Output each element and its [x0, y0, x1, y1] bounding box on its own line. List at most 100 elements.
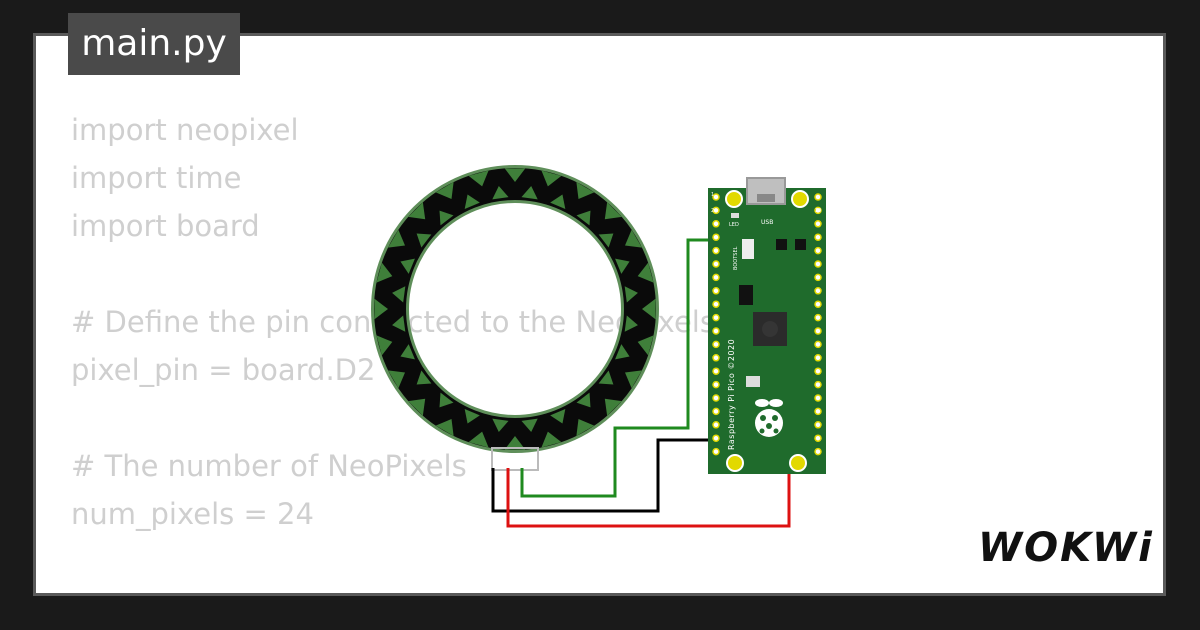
neopixel-led	[576, 210, 591, 226]
neopixel-led	[504, 436, 526, 450]
pin-39-label: 39	[815, 208, 821, 214]
pin-hole[interactable]	[814, 206, 822, 215]
neopixel-led	[624, 315, 638, 332]
neopixel-led	[408, 398, 426, 416]
pin-hole[interactable]	[712, 340, 720, 349]
pin-hole[interactable]	[712, 260, 720, 268]
pin-hole[interactable]	[814, 380, 822, 389]
pin-hole[interactable]	[712, 287, 720, 295]
ring-leds	[374, 168, 656, 450]
neopixel-led	[392, 315, 406, 332]
smd-component	[739, 285, 753, 305]
debug-pad	[746, 376, 760, 387]
neopixel-led	[388, 370, 406, 389]
neopixel-led	[521, 418, 538, 432]
pin-hole[interactable]	[814, 434, 822, 442]
mount-hole	[791, 190, 809, 208]
pin-hole[interactable]	[712, 394, 720, 402]
pin-hole[interactable]	[712, 367, 720, 375]
neopixel-led	[416, 370, 432, 385]
code-line: pixel_pin = board.D2	[71, 353, 376, 387]
pin-hole[interactable]	[814, 287, 822, 295]
pin-hole[interactable]	[712, 220, 720, 228]
mount-hole	[789, 454, 807, 472]
usb-label: USB	[761, 219, 773, 226]
pin-hole[interactable]	[814, 220, 822, 228]
pin-hole[interactable]	[712, 300, 720, 308]
pin-hole[interactable]	[712, 447, 720, 456]
pin-hole[interactable]	[712, 434, 720, 442]
pin-hole[interactable]	[814, 394, 822, 402]
pin-hole[interactable]	[814, 421, 822, 429]
pin-hole[interactable]	[712, 206, 720, 215]
neopixel-led	[576, 392, 591, 408]
neopixel-led	[541, 431, 562, 448]
pin-hole[interactable]	[712, 273, 720, 282]
ring-connector-pins	[491, 447, 539, 471]
pin-hole[interactable]	[814, 273, 822, 282]
pin-hole[interactable]	[814, 340, 822, 349]
raspberry-icon	[755, 399, 783, 437]
pin-1-label: 1	[711, 192, 714, 198]
pin-hole[interactable]	[712, 407, 720, 416]
onboard-led	[731, 213, 739, 218]
neopixel-led	[576, 182, 595, 200]
mount-hole	[726, 454, 744, 472]
wokwi-logo: WOKWi	[978, 525, 1154, 571]
neopixel-led	[376, 262, 393, 283]
tab-main-py[interactable]: main.py	[68, 13, 240, 75]
data-wire[interactable]	[520, 238, 714, 498]
neopixel-led	[521, 186, 538, 200]
raspberry-pi-pico-board[interactable]: LED USB 1 2 39 BOOTSEL Raspberry Pi Pico…	[708, 177, 826, 474]
neopixel-led	[504, 168, 526, 182]
code-line: import neopixel	[71, 113, 299, 147]
preview-card: import neopixel import time import board…	[33, 33, 1166, 596]
neopixel-led	[435, 418, 454, 436]
neopixel-led	[624, 229, 642, 248]
pin-hole[interactable]	[814, 313, 822, 322]
pin-hole[interactable]	[712, 246, 720, 255]
pin-hole[interactable]	[712, 233, 720, 241]
neopixel-led	[576, 418, 595, 436]
neopixel-led	[637, 262, 654, 283]
pin-hole[interactable]	[712, 193, 720, 201]
pin-hole[interactable]	[814, 327, 822, 335]
pin-hole[interactable]	[712, 354, 720, 362]
pin-hole[interactable]	[814, 407, 822, 416]
pin-hole[interactable]	[814, 260, 822, 268]
neopixel-led	[642, 298, 656, 320]
pin-hole[interactable]	[712, 421, 720, 429]
neopixel-led	[374, 298, 388, 320]
neopixel-led	[468, 170, 489, 187]
pin-hole[interactable]	[814, 246, 822, 255]
neopixel-led	[615, 258, 630, 274]
pin-hole[interactable]	[814, 447, 822, 456]
pin-hole[interactable]	[814, 193, 822, 201]
pin-hole[interactable]	[712, 313, 720, 322]
ground-wire[interactable]	[491, 438, 714, 513]
pin-hole[interactable]	[814, 300, 822, 308]
neopixel-led	[392, 286, 406, 303]
bootsel-button[interactable]	[742, 239, 754, 259]
neopixel-led	[464, 409, 480, 424]
pin-hole[interactable]	[814, 354, 822, 362]
neopixel-led	[492, 418, 509, 432]
neopixel-led	[598, 233, 614, 248]
neopixel-led	[400, 344, 415, 360]
mount-hole	[725, 190, 743, 208]
usb-port	[757, 194, 775, 202]
neopixel-ring[interactable]	[371, 165, 659, 471]
neopixel-led	[492, 186, 509, 200]
neopixel-led	[416, 233, 432, 248]
neopixel-led	[435, 182, 454, 200]
neopixel-led	[624, 370, 642, 389]
code-line: import board	[71, 209, 260, 243]
pin-hole[interactable]	[712, 380, 720, 389]
pin-hole[interactable]	[814, 367, 822, 375]
neopixel-led	[400, 258, 415, 274]
pin-hole[interactable]	[712, 327, 720, 335]
neopixel-led	[624, 286, 638, 303]
neopixel-led	[541, 170, 562, 187]
neopixel-led	[376, 335, 393, 356]
pin-hole[interactable]	[814, 233, 822, 241]
